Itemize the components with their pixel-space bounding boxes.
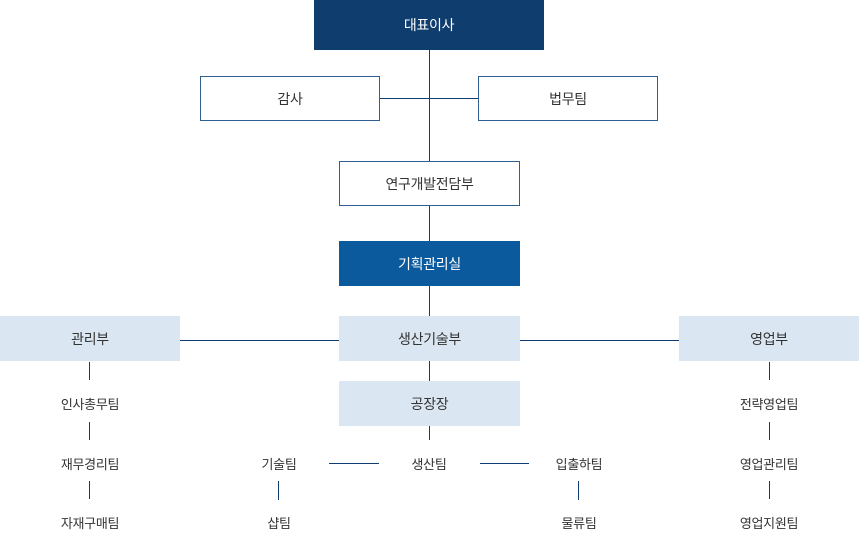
management-team-1: 인사총무팀	[60, 398, 120, 413]
sales-dept-box: 영업부	[679, 316, 859, 361]
management-team-3: 자재구매팀	[60, 517, 120, 532]
connector-sales-team1	[769, 362, 770, 380]
connector-management-team2	[89, 422, 90, 440]
connector-production-sales	[520, 340, 679, 341]
legal-team-box: 법무팀	[478, 76, 658, 121]
rnd-box: 연구개발전담부	[339, 161, 520, 206]
production-tech-dept-box: 생산기술부	[339, 316, 520, 361]
connector-tech-production-team	[329, 463, 379, 464]
production-team: 생산팀	[411, 458, 447, 473]
connector-tech-shop	[278, 481, 279, 500]
connector-sales-team2	[769, 422, 770, 440]
shop-team: 샵팀	[267, 517, 291, 532]
sales-team-1: 전략영업팀	[739, 398, 799, 413]
management-team-2: 재무경리팀	[60, 458, 120, 473]
connector-management-team1	[89, 362, 90, 380]
connector-ceo-to-planning	[429, 50, 430, 241]
logistics-team: 물류팀	[561, 517, 597, 532]
tech-team: 기술팀	[261, 458, 297, 473]
sales-team-2: 영업관리팀	[739, 458, 799, 473]
connector-management-team3	[89, 481, 90, 499]
connector-factory-to-production-team	[429, 426, 430, 440]
shipping-team: 입출하팀	[555, 458, 603, 473]
connector-shipping-logistics	[578, 481, 579, 500]
management-dept-box: 관리부	[0, 316, 180, 361]
connector-sales-team3	[769, 481, 770, 499]
connector-audit-legal	[380, 98, 478, 99]
sales-team-3: 영업지원팀	[739, 517, 799, 532]
planning-office-box: 기획관리실	[339, 241, 520, 286]
audit-box: 감사	[200, 76, 380, 121]
ceo-box: 대표이사	[314, 0, 544, 50]
factory-manager-box: 공장장	[339, 381, 520, 426]
connector-management-production	[180, 340, 339, 341]
connector-production-team-shipping	[480, 463, 529, 464]
